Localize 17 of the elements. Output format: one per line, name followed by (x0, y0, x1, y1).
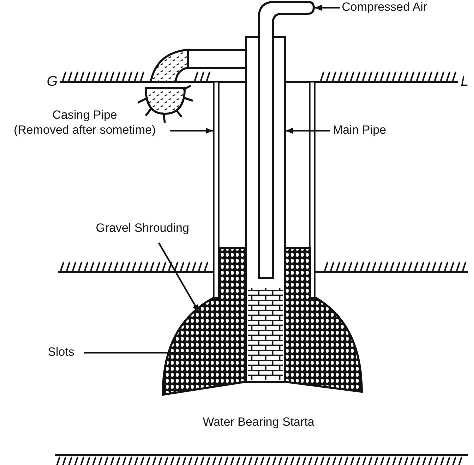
part-label: (Removed after sometime) (14, 123, 156, 137)
leader-line (84, 352, 200, 354)
part-label: Compressed Air (342, 0, 428, 15)
leader-arrow (170, 128, 213, 134)
casing-pipe (213, 81, 316, 299)
leader-arrow (158, 242, 200, 312)
part-label: Casing Pipe (52, 108, 118, 122)
leader-arrow (286, 128, 330, 134)
part-label: Slots (48, 345, 75, 360)
air-pipe (258, 1, 315, 279)
stratum-label: Water Bearing Starta (203, 415, 315, 430)
level-letter: G (47, 74, 58, 89)
level-letter: L (461, 74, 469, 89)
part-label: Main Pipe (333, 123, 386, 138)
part-label: Gravel Shrouding (96, 221, 190, 236)
gravel-shroud (162, 247, 363, 396)
leader-arrow (315, 5, 340, 11)
